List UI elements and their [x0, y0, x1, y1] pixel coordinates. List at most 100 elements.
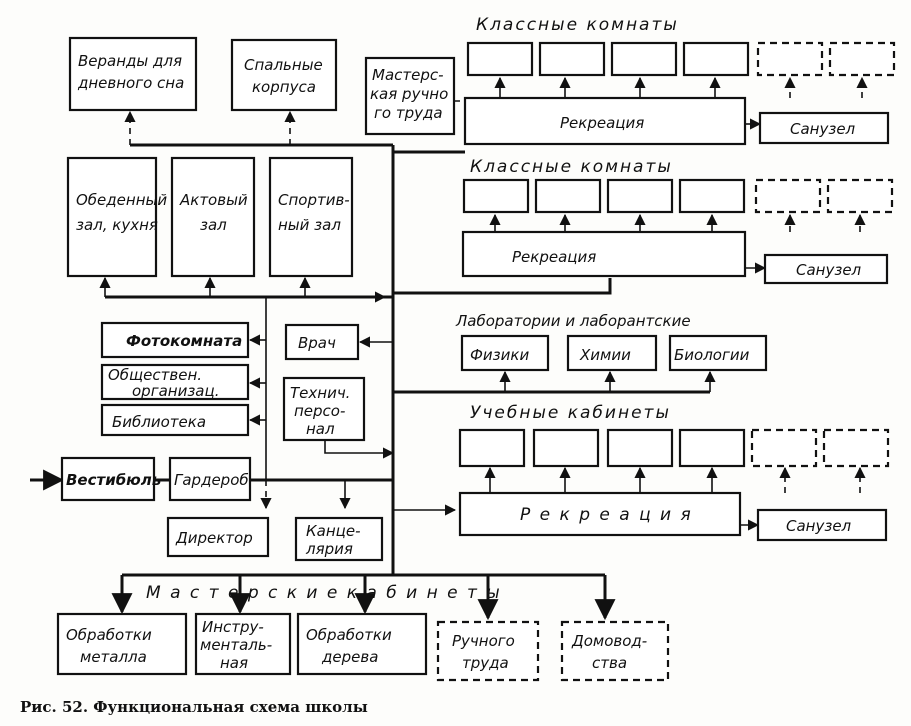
label-classrooms-2: Классные комнаты [470, 157, 673, 177]
label-recreation-2: Рекреация [512, 248, 596, 266]
label-restroom-1: Санузел [790, 120, 856, 138]
label-restroom-3: Санузел [786, 517, 852, 535]
box-verandas [68, 36, 198, 112]
label-manual-2: труда [462, 654, 509, 672]
box-tool-workshop [194, 612, 292, 676]
classroom-1-3 [610, 41, 678, 77]
restroom-2 [763, 253, 889, 285]
classroom-2-4 [678, 178, 746, 214]
classroom-1-5-planned [756, 41, 824, 77]
label-photo: Фотокомната [126, 332, 242, 350]
box-sports-hall [268, 156, 354, 278]
label-assembly-1: Актовый [179, 191, 248, 209]
label-chancellery-1: Канце- [306, 522, 361, 540]
label-workshop-1: Мастерс- [372, 66, 444, 84]
classroom-1-2 [538, 41, 606, 77]
label-tool-2: менталь- [200, 636, 272, 654]
box-cloakroom [168, 456, 252, 502]
label-wood-2: дерева [321, 648, 378, 666]
cabinet-3-5-planned [750, 428, 818, 468]
box-vestibule [60, 456, 156, 502]
label-dorms-2: корпуса [252, 78, 316, 96]
label-vestibule: Вестибюль [66, 471, 161, 489]
label-tech-2: персо- [294, 402, 345, 420]
label-assembly-2: зал [200, 216, 227, 234]
classroom-arrows [484, 76, 868, 493]
box-woodwork [296, 612, 428, 676]
classroom-2-5-planned [754, 178, 822, 214]
label-dining-2: зал, кухня [76, 216, 158, 234]
cabinet-3-3 [606, 428, 674, 468]
label-classrooms-1: Классные комнаты [476, 15, 679, 35]
label-tool-1: Инстру- [202, 618, 264, 636]
box-chancellery [294, 516, 384, 562]
labels: Веранды для дневного сна Спальные корпус… [20, 15, 862, 716]
label-manual-1: Ручного [452, 632, 515, 650]
box-chemistry-lab [566, 334, 658, 372]
label-physics: Физики [470, 346, 529, 364]
box-dormitories [230, 38, 338, 112]
label-metal-1: Обработки [66, 626, 152, 644]
label-recreation-3: Р е к р е а ц и я [520, 505, 693, 525]
label-verandas-1: Веранды для [78, 52, 182, 70]
label-public-org-1: Обществен. [108, 366, 202, 384]
label-library: Библиотека [112, 413, 206, 431]
classroom-1-1 [466, 41, 534, 77]
box-technical-staff [282, 376, 366, 442]
recreation-3 [458, 491, 742, 537]
classroom-2-3 [606, 178, 674, 214]
classroom-2-6-planned [826, 178, 894, 214]
label-director: Директор [175, 529, 253, 547]
box-biology-lab [668, 334, 768, 372]
classroom-2-2 [534, 178, 602, 214]
box-manual-labor-workshop [364, 56, 456, 136]
box-photo-room [100, 321, 250, 359]
box-home-economics-planned [560, 620, 670, 682]
label-dorms-1: Спальные [244, 56, 323, 74]
label-public-org-2: организац. [132, 382, 219, 400]
cabinet-3-1 [458, 428, 526, 468]
classroom-1-6-planned [828, 41, 896, 77]
label-tool-3: ная [220, 654, 248, 672]
box-manual-labor-planned [436, 620, 540, 682]
box-assembly-hall [170, 156, 256, 278]
label-dining-1: Обеденный [76, 191, 167, 209]
label-verandas-2: дневного сна [77, 74, 184, 92]
box-doctor [284, 323, 360, 361]
label-wood-1: Обработки [306, 626, 392, 644]
label-metal-2: металла [80, 648, 147, 666]
label-restroom-2: Санузел [796, 261, 862, 279]
label-tech-3: нал [306, 420, 335, 438]
classroom-1-4 [682, 41, 750, 77]
recreation-1 [463, 96, 747, 146]
cabinet-3-4 [678, 428, 746, 468]
recreation-2 [461, 230, 747, 278]
label-study-rooms: Учебные кабинеты [470, 403, 671, 423]
label-workshop-3: го труда [374, 104, 443, 122]
restroom-1 [758, 111, 890, 145]
label-cloakroom: Гардероб [174, 471, 249, 489]
label-sports-1: Спортив- [278, 191, 350, 209]
cabinet-3-6-planned [822, 428, 890, 468]
figure-caption: Рис. 52. Функциональная схема школы [20, 698, 368, 716]
label-chancellery-2: лярия [305, 540, 353, 558]
cabinet-3-2 [532, 428, 600, 468]
box-physics-lab [460, 334, 550, 372]
box-library [100, 403, 250, 437]
restroom-3 [756, 508, 888, 542]
box-metalwork [56, 612, 188, 676]
label-doctor: Врач [298, 334, 336, 352]
label-workshops-title: М а с т е р с к и е к а б и н е т ы [146, 583, 502, 603]
classroom-2-1 [462, 178, 530, 214]
label-home-econ-2: ства [592, 654, 627, 672]
label-chemistry: Химии [579, 346, 631, 364]
box-dining-hall-kitchen [66, 156, 158, 278]
label-biology: Биологии [674, 346, 750, 364]
box-public-organizations [100, 363, 250, 401]
label-home-econ-1: Домовод- [571, 632, 647, 650]
label-labs-title: Лаборатории и лаборантские [455, 312, 691, 330]
label-tech-1: Технич. [290, 384, 350, 402]
label-workshop-2: кая ручно [370, 85, 448, 103]
